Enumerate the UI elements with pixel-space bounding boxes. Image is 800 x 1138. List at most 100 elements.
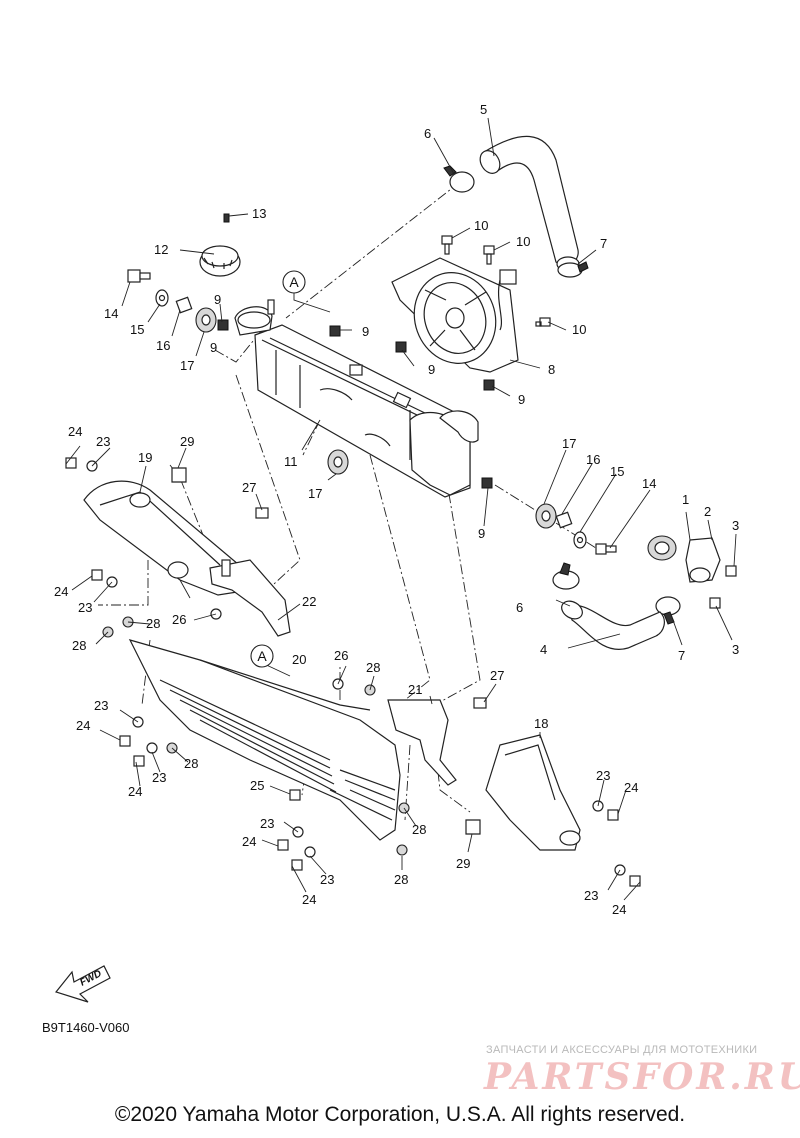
callout-9-c: 9 xyxy=(428,362,435,377)
callout-23-b: 23 xyxy=(78,600,92,615)
bolt-14-right xyxy=(595,543,617,555)
callout-10-c: 10 xyxy=(572,322,586,337)
callout-1: 1 xyxy=(682,492,689,507)
svg-text:A: A xyxy=(289,274,299,290)
grommet-17-center xyxy=(327,449,349,475)
washer-23-d xyxy=(146,742,158,754)
bolt-25 xyxy=(289,789,301,801)
callout-16-left: 16 xyxy=(156,338,170,353)
callout-9-a: 9 xyxy=(214,292,221,307)
svg-text:A: A xyxy=(257,648,267,664)
upper-radiator-hose xyxy=(479,135,580,272)
bracket-22 xyxy=(209,559,291,637)
collar-16-left xyxy=(175,296,193,314)
grommet-17-left xyxy=(195,307,217,333)
clip-29-left xyxy=(171,467,187,483)
callout-16-right: 16 xyxy=(586,452,600,467)
screw-24-e xyxy=(277,839,289,851)
callout-5: 5 xyxy=(480,102,487,117)
callout-28-b: 28 xyxy=(72,638,86,653)
bolt-3-a xyxy=(725,565,737,577)
hose-clamp-upper xyxy=(443,165,475,193)
callout-9-f: 9 xyxy=(210,340,217,355)
nut-9-b xyxy=(329,325,341,337)
screw-24-f xyxy=(291,859,303,871)
callout-28-c: 28 xyxy=(184,756,198,771)
callout-23-d: 23 xyxy=(152,770,166,785)
reference-mark-lower: A xyxy=(250,644,274,668)
callout-14-left: 14 xyxy=(104,306,118,321)
callout-20: 20 xyxy=(292,652,306,667)
bracket-21 xyxy=(387,699,457,786)
callout-24-d: 24 xyxy=(128,784,142,799)
callout-24-g: 24 xyxy=(624,780,638,795)
callout-24-h: 24 xyxy=(612,902,626,917)
copyright-notice: ©2020 Yamaha Motor Corporation, U.S.A. A… xyxy=(114,1103,686,1126)
nut-9-d xyxy=(483,379,495,391)
callout-23-g: 23 xyxy=(596,768,610,783)
watermark-tagline: ЗАПЧАСТИ И АКСЕССУАРЫ ДЛЯ МОТОТЕХНИКИ xyxy=(486,1044,758,1056)
radiator-cap xyxy=(199,245,241,277)
callout-25: 25 xyxy=(250,778,264,793)
callout-4: 4 xyxy=(540,642,547,657)
callout-12: 12 xyxy=(154,242,168,257)
screw-24-c xyxy=(119,735,131,747)
grommet-17-right xyxy=(535,503,557,529)
right-side-cover-18 xyxy=(485,734,581,851)
callout-18: 18 xyxy=(534,716,548,731)
callout-7-upper: 7 xyxy=(600,236,607,251)
bolt-10-b xyxy=(483,245,495,265)
callout-22: 22 xyxy=(302,594,316,609)
clip-29-right xyxy=(465,819,481,835)
bolt-3-b xyxy=(709,597,721,609)
screw-24-b xyxy=(91,569,103,581)
leader-lines xyxy=(65,117,737,901)
callout-24-e: 24 xyxy=(242,834,256,849)
callout-10-b: 10 xyxy=(516,234,530,249)
callout-9-d: 9 xyxy=(518,392,525,407)
callout-15-right: 15 xyxy=(610,464,624,479)
washer-15-right xyxy=(573,531,587,549)
bolt-10-c xyxy=(535,317,551,327)
callout-26-a: 26 xyxy=(172,612,186,627)
washer-15-left xyxy=(155,289,169,307)
screw-24-a xyxy=(65,457,77,469)
callout-28-d: 28 xyxy=(366,660,380,675)
callout-23-f: 23 xyxy=(320,872,334,887)
callout-7-lower: 7 xyxy=(678,648,685,663)
callout-14-right: 14 xyxy=(642,476,656,491)
thermostat-1 xyxy=(647,535,677,561)
screw-24-h xyxy=(629,875,641,887)
callout-2: 2 xyxy=(704,504,711,519)
lower-radiator-hose xyxy=(561,600,665,651)
forward-arrow-icon: FWD xyxy=(54,965,111,1003)
screw-13 xyxy=(223,213,230,223)
callout-23-e: 23 xyxy=(260,816,274,831)
callout-28-f: 28 xyxy=(394,872,408,887)
callout-8: 8 xyxy=(548,362,555,377)
hose-clamp-lower xyxy=(552,562,580,590)
callout-11: 11 xyxy=(284,454,298,469)
callout-28-e: 28 xyxy=(412,822,426,837)
callout-19: 19 xyxy=(138,450,152,465)
hose-clamp-7-upper xyxy=(557,261,589,278)
callout-23-h: 23 xyxy=(584,888,598,903)
bolt-10-a xyxy=(441,235,453,255)
bolt-14-left xyxy=(127,269,151,283)
bolt-27-lower xyxy=(473,697,487,709)
callout-24-a: 24 xyxy=(68,424,82,439)
radiator-filler-neck xyxy=(234,299,275,336)
callout-3-lower: 3 xyxy=(732,642,739,657)
callout-9-b: 9 xyxy=(362,324,369,339)
callout-9-e: 9 xyxy=(478,526,485,541)
callout-26-b: 26 xyxy=(334,648,348,663)
callout-17-right: 17 xyxy=(562,436,576,451)
callout-6-upper: 6 xyxy=(424,126,431,141)
bolt-27-upper xyxy=(255,507,269,519)
callout-27-a: 27 xyxy=(242,480,256,495)
nut-9-c xyxy=(395,341,407,353)
callout-17-left: 17 xyxy=(180,358,194,373)
cooling-fan-assembly xyxy=(391,257,519,373)
callout-27-b: 27 xyxy=(490,668,504,683)
callout-24-c: 24 xyxy=(76,718,90,733)
